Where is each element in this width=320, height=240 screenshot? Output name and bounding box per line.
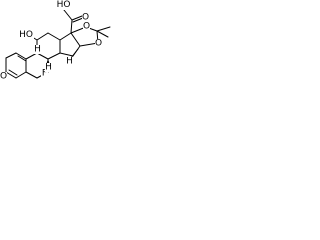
atom-h-14: H: [66, 57, 73, 67]
atom-labels: HO O O O HO H F H H O: [0, 0, 102, 82]
atom-h-9: H: [34, 45, 41, 55]
atom-ho-11: HO: [19, 30, 33, 40]
atom-ho-top: HO: [57, 0, 71, 10]
atom-o-3: O: [0, 72, 7, 82]
atom-o-side-ketone: O: [82, 13, 89, 23]
atom-h-8: H: [45, 63, 52, 73]
atom-f-9: F: [42, 69, 47, 79]
chemical-structure-diagram: HO O O O HO H F H H O: [0, 0, 111, 82]
bond-lines: [0, 4, 111, 79]
atom-o-ring-bottom: O: [95, 39, 102, 49]
atom-o-ring-top: O: [83, 22, 90, 32]
